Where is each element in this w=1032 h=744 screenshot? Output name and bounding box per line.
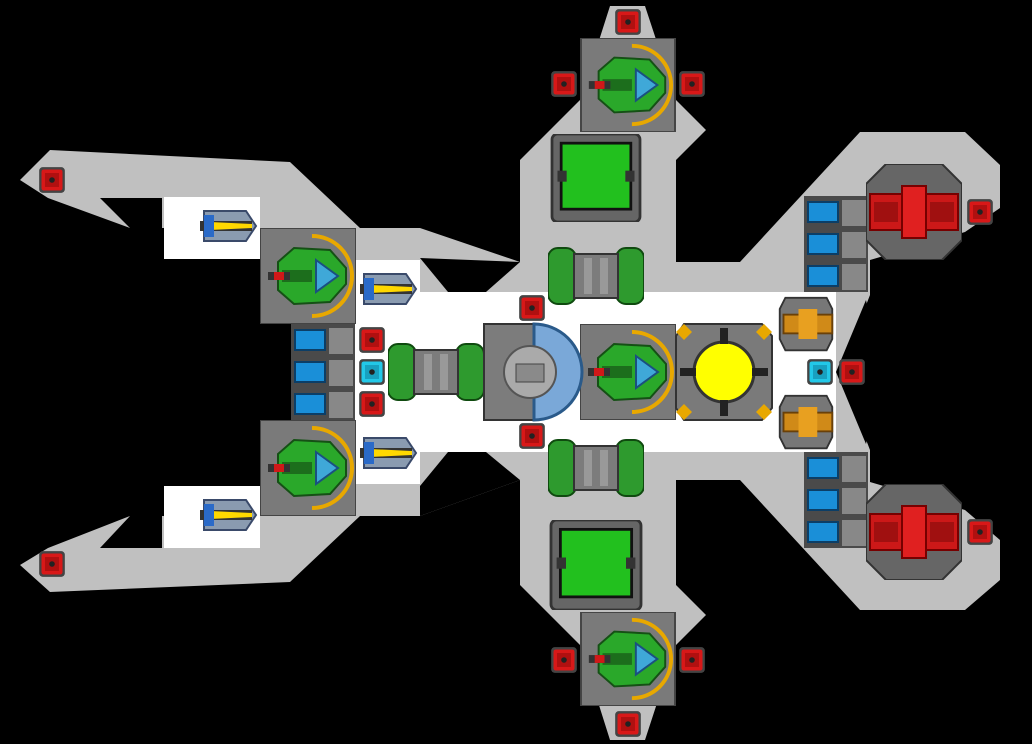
red-port[interactable] xyxy=(551,647,577,673)
cyan-port-right[interactable] xyxy=(807,359,833,385)
red-port[interactable] xyxy=(519,423,545,449)
red-port[interactable] xyxy=(615,711,641,737)
red-port[interactable] xyxy=(679,647,705,673)
red-port[interactable] xyxy=(967,199,993,225)
laser-bottom[interactable] xyxy=(580,612,676,706)
laser-top[interactable] xyxy=(580,38,676,132)
red-port[interactable] xyxy=(679,71,705,97)
cell-bank-right-lower[interactable] xyxy=(804,452,868,548)
cyan-port-left[interactable] xyxy=(359,359,385,385)
thruster-lower[interactable] xyxy=(548,438,644,498)
cannon-lower[interactable] xyxy=(866,484,962,580)
bronze-gun-upper[interactable] xyxy=(778,296,834,352)
red-port[interactable] xyxy=(839,359,865,385)
red-port[interactable] xyxy=(359,327,385,353)
reactor-core[interactable] xyxy=(675,323,773,421)
cell-bank-right-upper[interactable] xyxy=(804,196,868,292)
red-port[interactable] xyxy=(519,295,545,321)
gun-pod-1[interactable] xyxy=(199,210,257,242)
hull-gaps xyxy=(100,198,882,548)
red-port[interactable] xyxy=(39,167,65,193)
laser-left-lower[interactable] xyxy=(260,420,356,516)
red-port[interactable] xyxy=(967,519,993,545)
red-port[interactable] xyxy=(39,551,65,577)
red-port[interactable] xyxy=(615,9,641,35)
laser-center[interactable] xyxy=(580,324,676,420)
red-port[interactable] xyxy=(359,391,385,417)
green-storage-top[interactable] xyxy=(550,134,642,222)
red-port[interactable] xyxy=(551,71,577,97)
laser-left-upper[interactable] xyxy=(260,228,356,324)
gun-pod-3[interactable] xyxy=(359,437,417,469)
gun-pod-4[interactable] xyxy=(199,499,257,531)
thruster-upper[interactable] xyxy=(548,246,644,306)
cockpit-dome[interactable] xyxy=(483,322,584,422)
cannon-upper[interactable] xyxy=(866,164,962,260)
green-storage-bottom[interactable] xyxy=(549,520,643,610)
bronze-gun-lower[interactable] xyxy=(778,394,834,450)
cell-bank-left[interactable] xyxy=(290,324,356,420)
thruster-left[interactable] xyxy=(388,342,484,402)
gun-pod-2[interactable] xyxy=(359,273,417,305)
